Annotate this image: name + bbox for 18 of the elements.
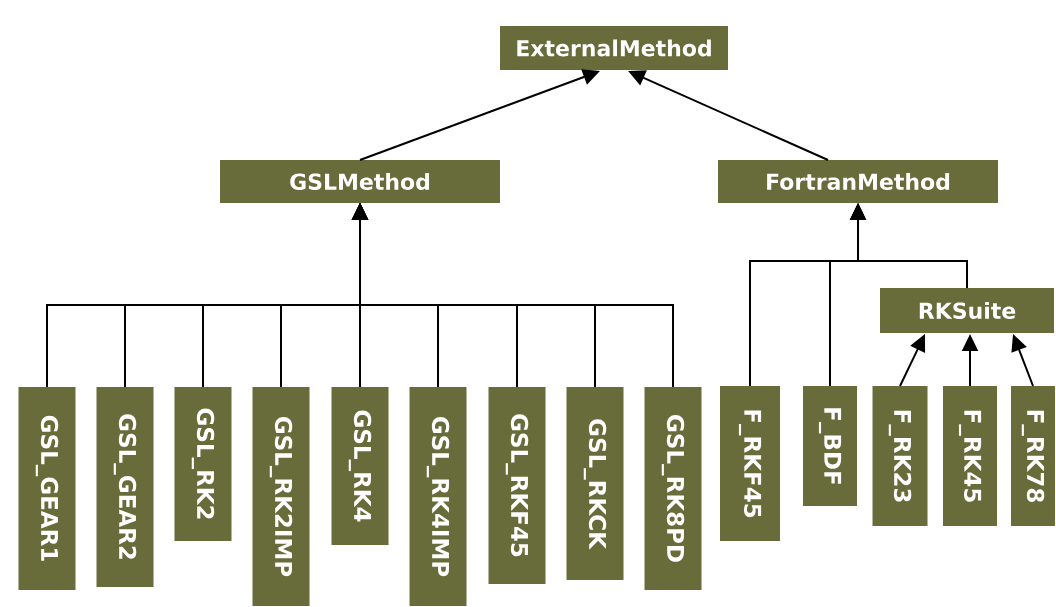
- class-box: GSL_RK8PD: [644, 387, 702, 590]
- class-box: GSL_RK4IMP: [409, 387, 467, 606]
- class-box: ExternalMethod: [500, 26, 728, 70]
- class-box: FortranMethod: [718, 160, 998, 203]
- class-box: F_RK23: [872, 386, 928, 526]
- class-box: GSL_RK2: [174, 387, 232, 541]
- class-box: GSL_RK4: [331, 387, 389, 545]
- class-box: RKSuite: [880, 288, 1054, 333]
- class-box: F_RK78: [1011, 386, 1055, 526]
- class-box: GSL_GEAR1: [18, 387, 76, 590]
- class-box: F_RK45: [943, 386, 997, 526]
- class-box: GSL_RKF45: [488, 387, 546, 584]
- class-box: GSL_RK2IMP: [252, 387, 310, 606]
- class-box: GSL_RKCK: [566, 387, 624, 580]
- class-box: GSL_GEAR2: [96, 387, 154, 587]
- class-box: GSLMethod: [220, 160, 500, 203]
- class-box: F_RKF45: [720, 386, 780, 541]
- class-box: F_BDF: [803, 386, 857, 506]
